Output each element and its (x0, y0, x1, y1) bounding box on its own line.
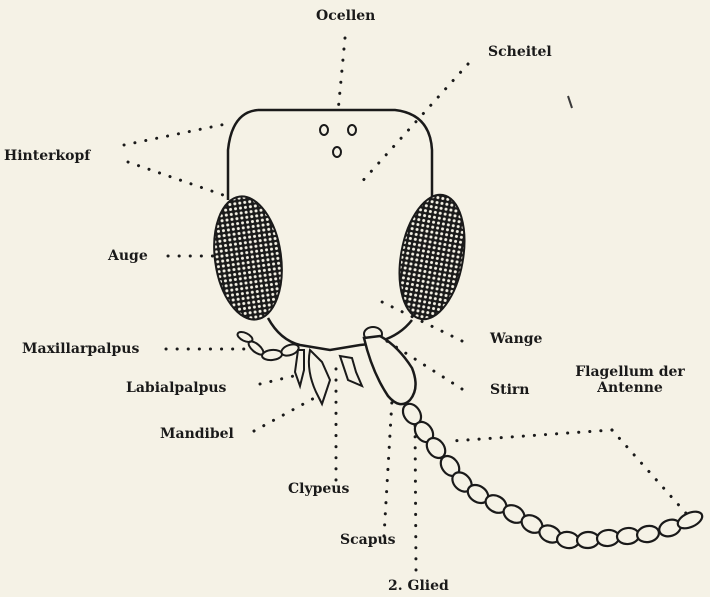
leader-ocellen (338, 38, 345, 112)
label-mandibel: Mandibel (160, 426, 234, 442)
label-auge: Auge (108, 248, 148, 264)
mouthparts (295, 350, 362, 404)
leader-hinterkopf-lower (128, 162, 226, 196)
leader-scapus (384, 400, 392, 536)
label-flagellum-line2: Antenne (560, 380, 700, 396)
label-flagellum-line1: Flagellum der (560, 364, 700, 380)
label-wange: Wange (490, 331, 542, 347)
compound-eye-left (207, 192, 290, 324)
label-labialpalpus: Labialpalpus (126, 380, 226, 396)
flagellum-segment (577, 531, 600, 548)
stray-mark (568, 96, 572, 108)
flagellum-segment (675, 508, 704, 531)
label-maxillarpalpus: Maxillarpalpus (22, 341, 139, 357)
label-scapus: Scapus (340, 532, 396, 548)
label-stirn: Stirn (490, 382, 529, 398)
leader-scheitel (358, 64, 468, 186)
leader-mandibel (254, 396, 318, 431)
label-scheitel: Scheitel (488, 44, 552, 60)
leader-flagellum-a (452, 430, 612, 441)
flagellum-segment (636, 524, 661, 544)
label-hinterkopf: Hinterkopf (4, 148, 90, 164)
label-ocellen: Ocellen (316, 8, 375, 24)
ocellus-median (333, 147, 341, 157)
label-flagellum: Flagellum der Antenne (560, 364, 700, 396)
label-clypeus: Clypeus (288, 481, 349, 497)
ocellus-left (320, 125, 328, 135)
label-glied2: 2. Glied (388, 578, 449, 594)
ocellus-right (348, 125, 356, 135)
leader-glied2 (415, 420, 416, 570)
leader-flagellum-b (612, 430, 692, 520)
compound-eye-right (391, 190, 474, 325)
leader-hinterkopf-upper (124, 124, 226, 145)
antenna-flagellum (399, 400, 704, 549)
antenna-scapus (364, 336, 416, 404)
maxillary-palp (236, 330, 300, 361)
